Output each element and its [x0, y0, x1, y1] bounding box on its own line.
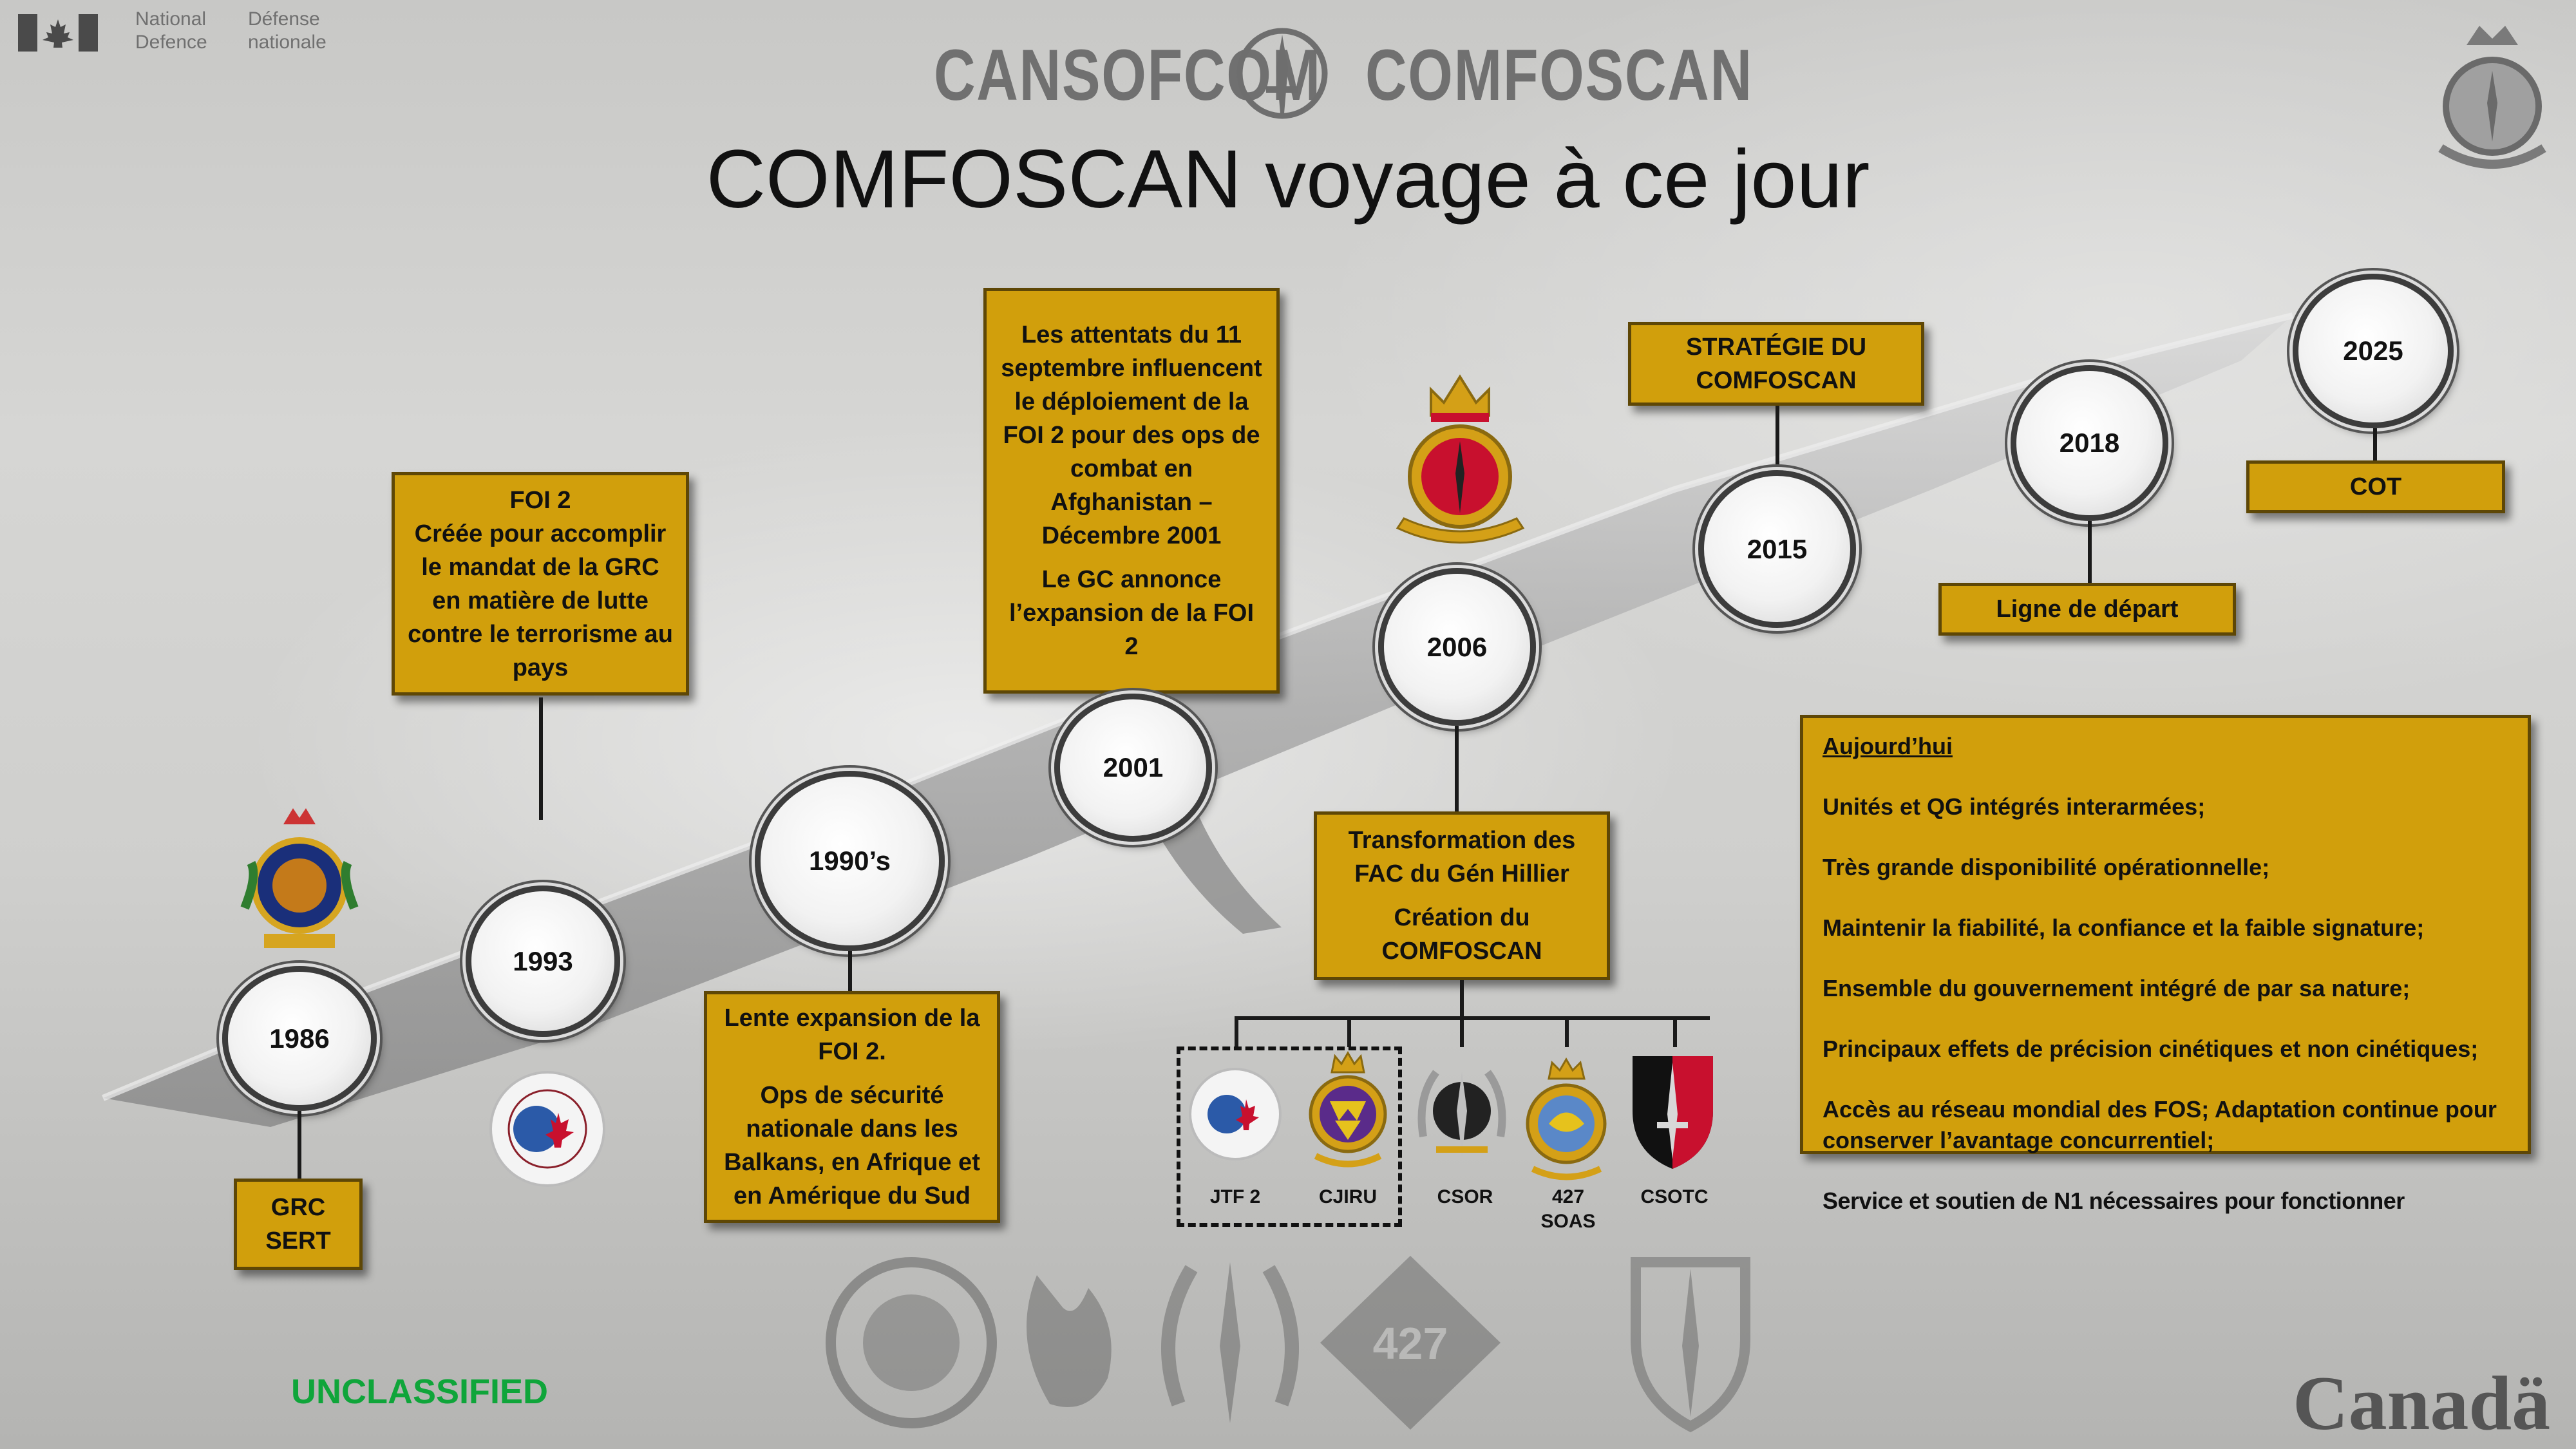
jtf2-insignia-icon — [486, 1068, 609, 1190]
milestone-2018: 2018 — [2011, 365, 2168, 521]
jtf2-cjiru-group-border — [1177, 1046, 1402, 1227]
milestone-1986: 1986 — [222, 966, 377, 1111]
milestone-2025: 2025 — [2293, 274, 2454, 428]
connector-1993 — [539, 697, 543, 820]
cjiru-label: CJIRU — [1318, 1186, 1377, 1208]
start-line-box: Ligne de départ — [1938, 583, 2236, 636]
faded-jtf2-emblem-icon — [826, 1257, 997, 1428]
connector-2018 — [2088, 521, 2092, 585]
milestone-1990s: 1990’s — [755, 771, 945, 951]
faded-427-emblem-icon: 427 — [1320, 1256, 1501, 1430]
today-item: Accès au réseau mondial des FOS; Adaptat… — [1823, 1096, 2497, 1153]
cansofcom-logo-text: CANSOFCOM — [934, 35, 1321, 115]
slow-expansion-box: Lente expansion de la FOI 2. Ops de sécu… — [704, 991, 1000, 1223]
today-item: Service et soutien de N1 nécessaires pou… — [1823, 1188, 2405, 1214]
connector-jtf2 — [1235, 1016, 1238, 1047]
connector-2006 — [1455, 726, 1459, 811]
today-item: Maintenir la fiabilité, la confiance et … — [1823, 914, 2425, 941]
classification-label: UNCLASSIFIED — [291, 1372, 549, 1411]
today-title: Aujourd’hui — [1823, 733, 1953, 759]
faded-dragon-emblem-icon — [1027, 1275, 1112, 1407]
comfoscan-logo-text: COMFOSCAN — [1365, 35, 1753, 115]
connector-units-bar — [1235, 1016, 1710, 1020]
connector-1990s — [848, 951, 852, 991]
milestone-2001: 2001 — [1054, 694, 1212, 842]
svg-text:427: 427 — [1373, 1318, 1448, 1368]
connector-2015 — [1776, 406, 1779, 470]
jtf2-label: JTF 2 — [1209, 1186, 1261, 1208]
cjiru-unit-icon — [1303, 1050, 1393, 1172]
today-item: Principaux effets de précision cinétique… — [1823, 1036, 2479, 1062]
strategy-box: STRATÉGIE DU COMFOSCAN — [1628, 322, 1924, 406]
connector-csotc — [1673, 1016, 1677, 1047]
command-crest-icon — [2428, 19, 2557, 180]
today-box: Aujourd’hui Unités et QG intégrés intera… — [1800, 715, 2531, 1214]
faded-unit-emblems: 427 — [826, 1256, 1750, 1433]
transformation-box: Transformation des FAC du Gén Hillier Cr… — [1314, 811, 1610, 980]
department-name-en: National Defence — [135, 8, 207, 53]
foi2-box: FOI 2 Créée pour accomplir le mandat de … — [392, 472, 689, 696]
milestone-2015: 2015 — [1698, 470, 1856, 628]
connector-units-stem — [1460, 980, 1464, 1018]
cot-box: COT — [2246, 460, 2505, 513]
soas-427-unit-icon — [1520, 1056, 1613, 1182]
rcmp-crest-icon — [238, 805, 361, 953]
milestone-2006: 2006 — [1378, 568, 1536, 726]
soas-427-label: 427 SOAS — [1540, 1186, 1596, 1232]
milestone-1993: 1993 — [466, 886, 620, 1037]
cansofcom-crest-icon — [1391, 370, 1530, 551]
csor-label: CSOR — [1437, 1186, 1493, 1208]
jtf2-unit-icon — [1187, 1066, 1283, 1162]
department-name-fr: Défense nationale — [248, 8, 327, 53]
faded-csor-emblem-icon — [1161, 1262, 1299, 1423]
csor-unit-icon — [1410, 1059, 1513, 1169]
connector-2025 — [2373, 428, 2377, 460]
today-item: Unités et QG intégrés interarmées; — [1823, 793, 2206, 820]
dagger-emblem-icon — [1234, 23, 1331, 124]
connector-cjiru — [1347, 1016, 1351, 1047]
today-item: Très grande disponibilité opérationnelle… — [1823, 854, 2270, 880]
canada-flag-icon — [18, 14, 98, 52]
connector-csor — [1460, 1016, 1464, 1047]
connector-427 — [1565, 1016, 1569, 1047]
grc-sert-box: GRC SERT — [234, 1179, 363, 1270]
connector-1986 — [298, 1111, 301, 1179]
today-item: Ensemble du gouvernement intégré de par … — [1823, 975, 2410, 1001]
page-title: COMFOSCAN voyage à ce jour — [706, 133, 1870, 225]
csotc-label: CSOTC — [1640, 1186, 1709, 1208]
faded-csotc-emblem-icon — [1631, 1257, 1750, 1433]
canada-wordmark: Canadä — [2293, 1360, 2551, 1446]
csotc-unit-icon — [1626, 1050, 1719, 1172]
attacks-2001-box: Les attentats du 11 septembre influencen… — [983, 288, 1280, 694]
